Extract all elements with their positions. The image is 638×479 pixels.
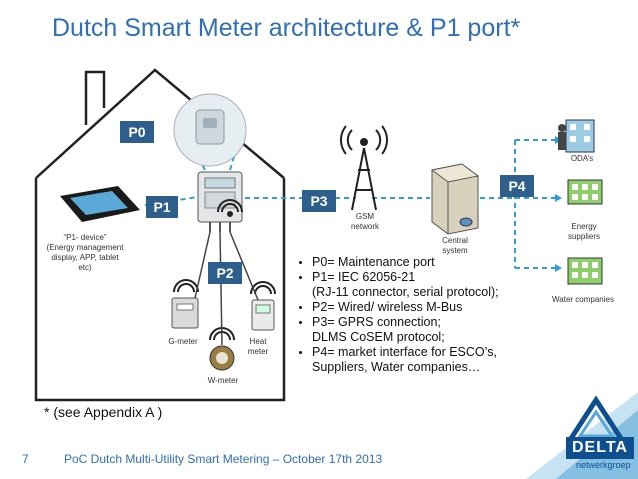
- house-outline: [35, 68, 285, 179]
- w-meter-label: W-meter: [207, 376, 239, 385]
- bullet-p1-cont: (RJ-11 connector, serial protocol);: [312, 285, 499, 299]
- oda-building-icon: [558, 119, 595, 153]
- gsm-tower-icon: [339, 125, 389, 211]
- water-companies-label: Water companies: [552, 295, 614, 304]
- port-p1-label: P1: [146, 196, 178, 218]
- delta-logo-subtext: netwerkgroep: [576, 460, 631, 470]
- bullet-p3-cont: DLMS CoSEM protocol;: [312, 330, 445, 344]
- p1-device-label: “P1- device” (Energy management display,…: [46, 233, 124, 272]
- appendix-note: * (see Appendix A ): [44, 404, 163, 420]
- port-p0-label: P0: [120, 121, 154, 143]
- port-p4-label: P4: [500, 175, 534, 197]
- footer-text: PoC Dutch Multi-Utility Smart Metering –…: [64, 452, 383, 466]
- slide-title: Dutch Smart Meter architecture & P1 port…: [52, 14, 521, 42]
- port-definitions-list: P0= Maintenance port P1= IEC 62056-21 (R…: [290, 255, 560, 375]
- port-p3-label: P3: [302, 190, 336, 212]
- bullet-p0: P0= Maintenance port: [312, 255, 560, 270]
- chimney: [84, 70, 106, 125]
- bullet-p1: P1= IEC 62056-21: [312, 270, 560, 285]
- g-meter-label: G-meter: [168, 337, 198, 346]
- energy-suppliers-label: Energy suppliers: [567, 222, 600, 241]
- meter-wires: [194, 231, 259, 346]
- wireless-icon: [217, 199, 243, 217]
- port-p2-label: P2: [208, 262, 242, 284]
- heat-meter-icon: [250, 281, 276, 331]
- bullet-p3: P3= GPRS connection;: [312, 315, 560, 330]
- heat-meter-label: Heat meter: [247, 337, 269, 356]
- slide-number: 7: [22, 452, 29, 466]
- bullet-p4: P4= market interface for ESCO’s,: [312, 345, 560, 360]
- house-walls: [34, 178, 286, 402]
- energy-building-icon: [567, 179, 603, 205]
- delta-logo-text: DELTA: [566, 437, 634, 459]
- smart-meter-icon: [197, 171, 243, 232]
- server-icon: [430, 163, 480, 235]
- water-building-icon: [567, 257, 603, 285]
- bullet-p2: P2= Wired/ wireless M-Bus: [312, 300, 560, 315]
- gsm-network-label: GSM network: [350, 212, 379, 231]
- g-meter-icon: [171, 279, 199, 329]
- central-system-label: Central system: [442, 236, 468, 255]
- odas-label: ODA’s: [570, 154, 594, 163]
- p1-device-icon: [60, 186, 140, 222]
- bullet-p4-cont: Suppliers, Water companies…: [312, 360, 481, 374]
